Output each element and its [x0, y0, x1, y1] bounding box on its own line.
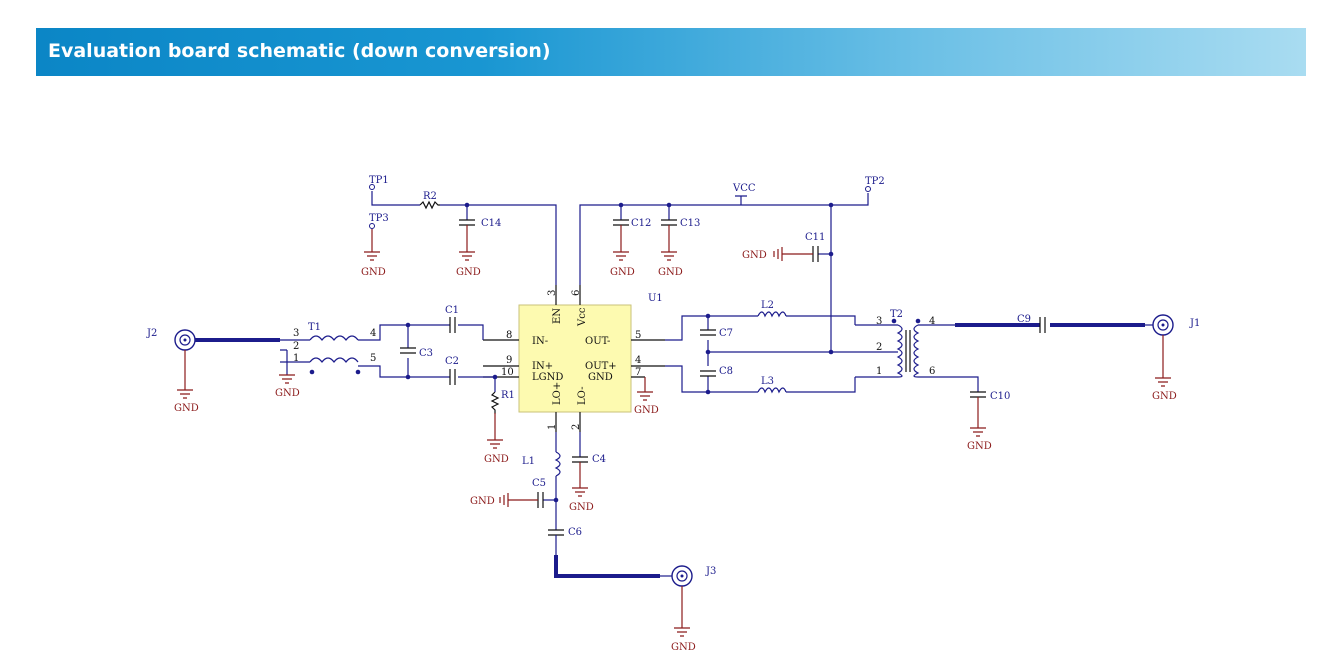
gnd-label: GND [658, 267, 683, 278]
pin-number: 8 [506, 330, 512, 341]
gnd-label: GND [671, 642, 696, 653]
pin-number: 2 [293, 341, 299, 352]
input-network: GND J2 GND T1 3 2 1 4 5 C1 C2 C3 GND R1 [146, 305, 515, 465]
ic-pin-label: Vcc [577, 307, 588, 327]
l2-label: L2 [761, 300, 774, 311]
c11-label: C11 [805, 232, 825, 243]
pin-number: 3 [876, 316, 882, 327]
c14-label: C14 [481, 218, 501, 229]
c2-label: C2 [445, 356, 459, 367]
ic-pin-label: OUT- [585, 336, 610, 347]
pin-number: 4 [929, 316, 935, 327]
pin-number: 7 [635, 367, 641, 378]
c4-label: C4 [592, 454, 606, 465]
vcc-label: VCC [732, 183, 756, 194]
gnd-label: GND [470, 496, 495, 507]
gnd-label: GND [967, 441, 992, 452]
j2-label: J2 [146, 328, 157, 339]
c9-label: C9 [1017, 314, 1031, 325]
pin-number: 2 [571, 424, 582, 430]
c7-label: C7 [719, 328, 733, 339]
pin-number: 10 [501, 367, 514, 378]
ic-pin-label: LO- [577, 386, 588, 405]
c13-label: C13 [680, 218, 700, 229]
vcc-rail: TP2 VCC C12 C13 GND C11 [579, 176, 885, 352]
pin-number: 6 [571, 290, 582, 296]
pin-number: 4 [370, 328, 376, 339]
pin-number: 6 [929, 366, 935, 377]
en-network: TP1 R2 C14 TP3 [369, 175, 557, 285]
gnd-label: GND [742, 250, 767, 261]
c5-label: C5 [532, 478, 546, 489]
pin-number: 1 [293, 353, 299, 364]
gnd-label: GND [275, 388, 300, 399]
ic-pin-label: EN [552, 308, 563, 324]
pin-number: 2 [876, 342, 882, 353]
c8-label: C8 [719, 366, 733, 377]
ground-symbols-top: GND GND GND GND [361, 251, 683, 278]
output-network: L2 L3 C7 C8 T2 3 2 1 4 6 C9 J1 GND [634, 300, 1200, 452]
pin-number: 3 [547, 290, 558, 296]
l3-label: L3 [761, 376, 774, 387]
header-banner: Evaluation board schematic (down convers… [36, 28, 1306, 76]
r1-label: R1 [501, 390, 515, 401]
ic-u1: U1 IN- IN+ LGND OUT- OUT+ GND EN Vcc LO+… [483, 285, 665, 432]
ic-pin-label: LO+ [552, 382, 563, 405]
gnd-label: GND [484, 454, 509, 465]
gnd-label: GND [634, 405, 659, 416]
gnd-label: GND [1152, 391, 1177, 402]
page-title: Evaluation board schematic (down convers… [48, 40, 551, 62]
ic-designator: U1 [648, 293, 663, 304]
gnd-label: GND [174, 403, 199, 414]
gnd-label: GND [610, 267, 635, 278]
l1-label: L1 [522, 456, 535, 467]
tp3-label: TP3 [369, 213, 389, 224]
gnd-label: GND [361, 267, 386, 278]
c3-label: C3 [419, 348, 433, 359]
j1-label: J1 [1189, 318, 1200, 329]
gnd-label: GND [456, 267, 481, 278]
c6-label: C6 [568, 527, 582, 538]
pin-number: 5 [370, 353, 376, 364]
tp2-label: TP2 [865, 176, 885, 187]
ic-pin-label: LGND [532, 372, 563, 383]
pin-number: 9 [506, 355, 512, 366]
tp1-label: TP1 [369, 175, 389, 186]
c10-label: C10 [990, 391, 1010, 402]
t2-label: T2 [890, 309, 903, 320]
pin-number: 4 [635, 355, 641, 366]
c1-label: C1 [445, 305, 459, 316]
pin-number: 5 [635, 330, 641, 341]
c12-label: C12 [631, 218, 651, 229]
pin-number: 3 [293, 328, 299, 339]
gnd-label: GND [569, 502, 594, 513]
j3-label: J3 [705, 566, 716, 577]
ic-pin-label: IN- [532, 336, 548, 347]
pin-number: 1 [547, 424, 558, 430]
t1-label: T1 [308, 322, 321, 333]
ic-pin-label: OUT+ [585, 361, 617, 372]
pin-number: 1 [876, 366, 882, 377]
lo-network: L1 GND C5 C6 J3 GND C4 GND [470, 432, 716, 653]
r2-label: R2 [423, 191, 437, 202]
ic-pin-label: GND [588, 372, 613, 383]
ic-pin-label: IN+ [532, 361, 553, 372]
